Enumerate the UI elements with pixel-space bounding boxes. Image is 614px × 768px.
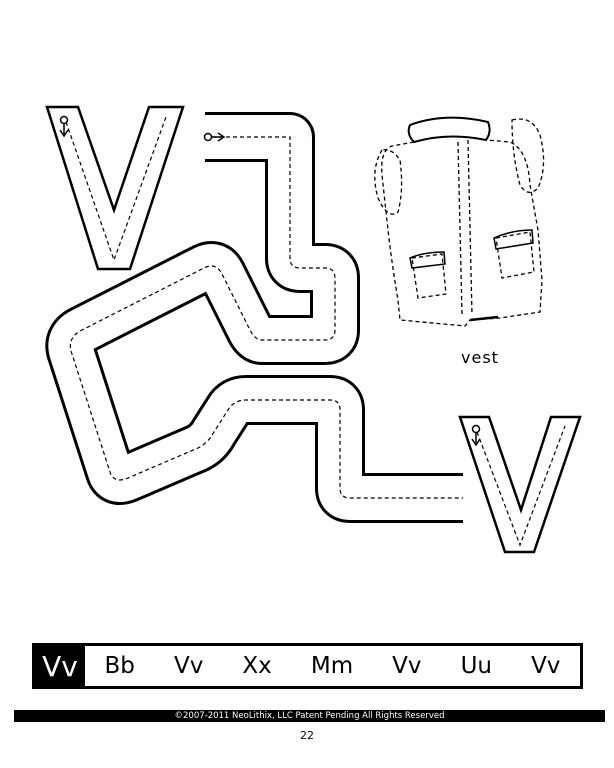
page-number: 22 (300, 729, 314, 742)
letter-choice[interactable]: Uu (460, 653, 492, 679)
letter-choice[interactable]: Vv (173, 653, 204, 679)
tracing-maze-path (45, 112, 463, 523)
target-letter-pair: Vv (35, 646, 85, 686)
vest-caption: vest (461, 348, 499, 367)
letter-recognition-strip: Vv Bb Vv Xx Mm Vv Uu Vv (32, 643, 583, 689)
letter-choice[interactable]: Vv (392, 653, 422, 679)
vest-illustration (374, 116, 545, 327)
letter-choice[interactable]: Bb (104, 653, 135, 679)
letter-choices: Bb Vv Xx Mm Vv Uu Vv (85, 653, 580, 679)
letter-choice[interactable]: Mm (310, 653, 354, 679)
copyright-bar: ©2007-2011 NeoLithix, LLC Patent Pending… (14, 710, 605, 722)
tracing-worksheet-art (45, 105, 582, 554)
letter-choice[interactable]: Xx (242, 653, 272, 679)
letter-choice[interactable]: Vv (531, 653, 561, 679)
tracing-letter-v-top (45, 105, 185, 271)
tracing-letter-v-bottom (458, 415, 582, 554)
